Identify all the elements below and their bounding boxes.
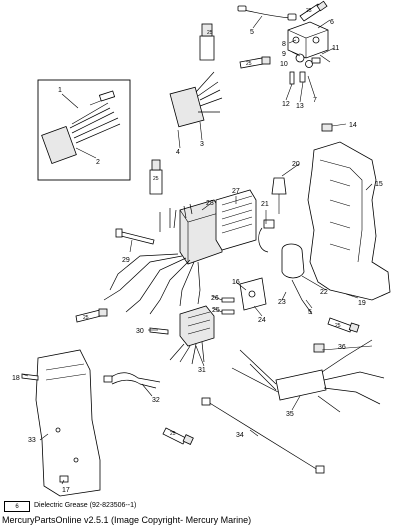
callout-16: 16 <box>232 279 240 286</box>
callout-10: 10 <box>280 61 288 68</box>
callout-26: 26 <box>211 295 219 302</box>
legend: 6 Dielectric Grease (92-823506--1) <box>0 500 400 512</box>
legend-text: Dielectric Grease (92-823506--1) <box>34 502 137 509</box>
callout-7: 7 <box>313 97 317 104</box>
callout-20: 20 <box>292 161 300 168</box>
wire-32 <box>103 372 161 389</box>
module-3 <box>169 23 223 128</box>
tube-label-7: 25 <box>306 8 312 14</box>
callout-25: 25 <box>212 307 220 314</box>
tube-label-2: 25 <box>246 61 252 67</box>
tube-label-5: 25 <box>335 323 341 329</box>
grease-tube-bottom <box>162 427 194 445</box>
screw-30 <box>149 327 169 335</box>
coil-21-22 <box>258 219 313 315</box>
callout-23: 23 <box>278 299 286 306</box>
callout-31: 31 <box>198 367 206 374</box>
callout-17: 17 <box>62 487 70 494</box>
copyright-text: MercuryPartsOnline v2.5.1 (Image Copyrig… <box>2 515 252 525</box>
callout-34: 34 <box>236 432 244 439</box>
grease-tube-labels: 25 25 25 25 25 25 25 <box>83 8 341 437</box>
callout-19: 19 <box>358 300 366 307</box>
callout-13: 13 <box>296 103 304 110</box>
bracket-16 <box>239 277 267 311</box>
callout-24: 24 <box>258 317 266 324</box>
starter-solenoid-6 <box>287 21 329 59</box>
bolt-29 <box>115 228 155 245</box>
callout-33: 33 <box>28 437 36 444</box>
switch-box-28 <box>149 159 223 265</box>
callout-21: 21 <box>261 201 269 208</box>
tube-label-1: 25 <box>207 30 213 36</box>
callout-1: 1 <box>58 87 62 94</box>
callout-11: 11 <box>332 45 339 52</box>
sensor-20 <box>271 177 287 214</box>
tube-label-3: 25 <box>153 176 159 182</box>
small-hardware-7-13 <box>289 53 331 85</box>
harness-28-wires <box>103 253 201 315</box>
callout-22: 22 <box>320 289 328 296</box>
grease-tube-right <box>327 317 360 333</box>
callout-4: 4 <box>176 149 180 156</box>
callout-35: 35 <box>286 411 294 418</box>
callout-36: 36 <box>338 344 346 351</box>
tube-label-4: 25 <box>83 315 89 321</box>
callout-15: 15 <box>375 181 383 188</box>
grease-tube-left <box>75 308 108 323</box>
rectifier-27 <box>215 189 257 251</box>
callout-3: 3 <box>200 141 204 148</box>
callout-numbers: 1 2 3 4 5 6 7 8 9 10 11 12 13 14 15 16 1… <box>12 19 383 494</box>
callout-14: 14 <box>349 122 357 129</box>
plate-33 <box>35 349 101 497</box>
callout-29: 29 <box>122 257 130 264</box>
grease-tube-mid <box>239 56 271 69</box>
callout-2: 2 <box>96 159 100 166</box>
harness-35 <box>231 339 385 413</box>
switch-box-15 <box>307 123 391 301</box>
callout-8: 8 <box>282 41 286 48</box>
callout-28: 28 <box>206 200 214 207</box>
callout-5: 5 <box>250 29 254 36</box>
callout-30: 30 <box>136 328 144 335</box>
screws-25-26 <box>221 297 235 315</box>
regulator-31 <box>169 305 215 365</box>
grease-tube-top <box>299 0 328 22</box>
wire-assembly-5 <box>237 5 297 21</box>
callout-32: 32 <box>152 397 160 404</box>
callout-18: 18 <box>12 375 20 382</box>
inset-box <box>37 79 131 181</box>
tube-label-6: 25 <box>170 431 176 437</box>
callout-5-lower: 5 <box>308 309 312 316</box>
leader-lines <box>21 15 373 485</box>
callout-9: 9 <box>282 51 286 58</box>
legend-symbol: 6 <box>4 501 30 512</box>
cable-34 <box>201 397 325 474</box>
callout-27: 27 <box>232 188 240 195</box>
callout-12: 12 <box>282 101 290 108</box>
callout-6: 6 <box>330 19 334 26</box>
